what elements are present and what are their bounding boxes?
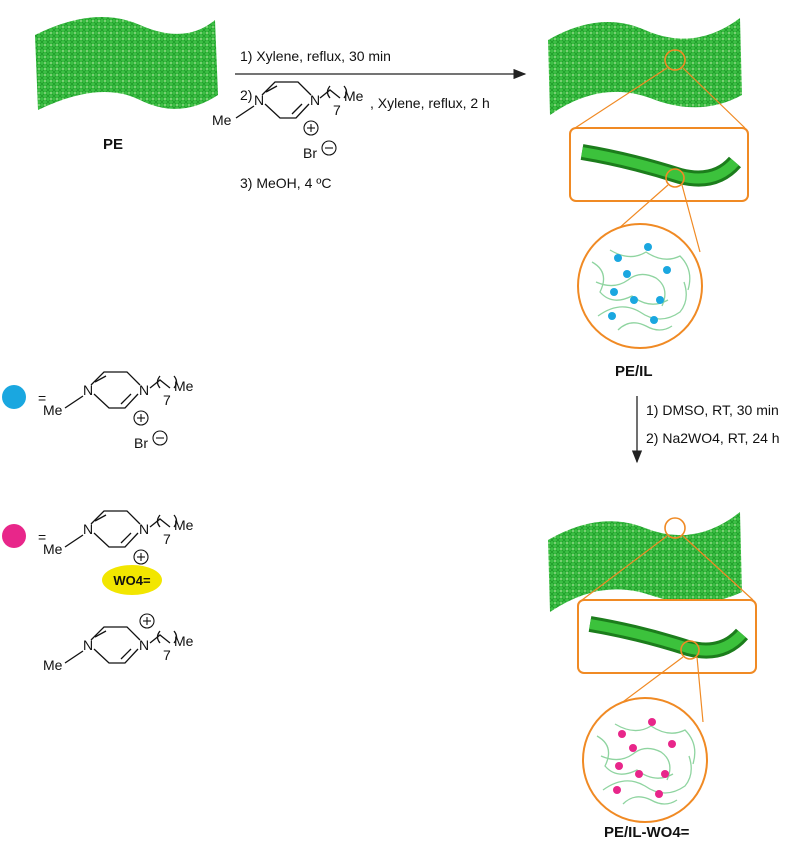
- label-pe: PE: [103, 136, 124, 153]
- mol1-n-right: N: [310, 92, 321, 108]
- legend1-subscript: 7: [163, 392, 171, 408]
- imidazolium-structure-2: [64, 371, 178, 409]
- wo4-anion-badge: WO4=: [102, 565, 162, 595]
- charge-symbols: [133, 120, 337, 629]
- legend1-chain-me: Me: [174, 378, 194, 394]
- label-pe-il: PE/IL: [615, 363, 653, 380]
- zoom-spot-4: [680, 640, 700, 660]
- pink-wo4-dots: [613, 718, 676, 798]
- legend3-subscript: 7: [163, 647, 171, 663]
- zoom-spot-1: [664, 49, 686, 71]
- legend1-me: Me: [43, 402, 63, 418]
- wo4-label: WO4=: [113, 572, 151, 588]
- pe-il-fiber-swatch: [548, 18, 742, 115]
- legend2-chain-me: Me: [174, 517, 194, 533]
- legend3-n-right: N: [139, 637, 150, 653]
- legend3-chain-me: Me: [174, 633, 194, 649]
- polymer-strands-1: [591, 249, 691, 331]
- legend1-equals: =: [38, 390, 47, 406]
- step1-line3: 3) MeOH, 4 ºC: [240, 175, 332, 191]
- pe-fiber-swatch: [35, 17, 218, 110]
- step2-line1: 1) DMSO, RT, 30 min: [646, 402, 779, 418]
- zoom-spot-2: [665, 168, 685, 188]
- imidazolium-structure-1: [235, 81, 348, 119]
- legend2-equals: =: [38, 529, 47, 545]
- mol1-n-left: N: [254, 92, 265, 108]
- legend1-n-left: N: [83, 382, 94, 398]
- mol1-chain-me: Me: [344, 88, 364, 104]
- imidazolium-structure-3: [64, 510, 178, 548]
- legend-pink-dot: [2, 524, 26, 548]
- wo4-detail-circle: [582, 697, 708, 823]
- legend-blue-dot: [2, 385, 26, 409]
- zoom-spot-3: [664, 517, 686, 539]
- mol1-subscript: 7: [333, 102, 341, 118]
- polymer-strands-2: [596, 723, 696, 805]
- mol1-me: Me: [212, 112, 232, 128]
- legend2-n-right: N: [139, 521, 150, 537]
- legend1-br: Br: [134, 435, 148, 451]
- pe-il-wo4-fiber-swatch: [548, 512, 742, 612]
- step1-line2-num: 2): [240, 87, 253, 103]
- legend2-n-left: N: [83, 521, 94, 537]
- mol1-br: Br: [303, 145, 317, 161]
- legend3-n-left: N: [83, 637, 94, 653]
- label-pe-il-wo4: PE/IL-WO4=: [604, 824, 690, 841]
- step1-line1: 1) Xylene, reflux, 30 min: [240, 48, 391, 64]
- legend1-n-right: N: [139, 382, 150, 398]
- step1-line2-cond: , Xylene, reflux, 2 h: [370, 95, 490, 111]
- il-detail-circle: [577, 223, 703, 349]
- legend2-subscript: 7: [163, 531, 171, 547]
- blue-il-dots: [608, 243, 671, 324]
- legend3-me: Me: [43, 657, 63, 673]
- step2-line2: 2) Na2WO4, RT, 24 h: [646, 430, 780, 446]
- legend2-me: Me: [43, 541, 63, 557]
- imidazolium-structure-4: [64, 626, 178, 664]
